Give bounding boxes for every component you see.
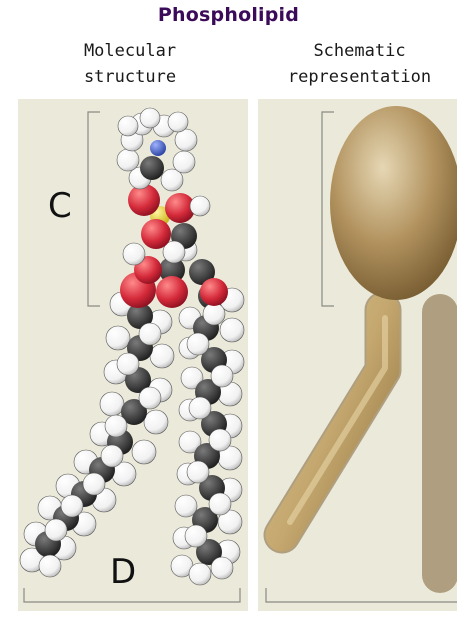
phosphate-group — [128, 184, 210, 249]
nitrogen-atom — [150, 140, 166, 156]
bracket-d-schematic — [266, 588, 457, 602]
molecular-model — [20, 108, 244, 585]
oxygen-atom — [200, 278, 228, 306]
fatty-acid-tail-straight — [171, 283, 244, 585]
glycerol-backbone — [120, 223, 228, 308]
label-c: C — [48, 186, 72, 226]
schematic-phospholipid — [282, 106, 457, 575]
schematic-head — [330, 106, 457, 300]
schematic-tail-bent — [282, 310, 383, 535]
oxygen-atom — [128, 184, 160, 216]
oxygen-atom — [156, 276, 188, 308]
label-d: D — [110, 552, 136, 592]
bracket-c — [88, 112, 100, 306]
oxygen-atom — [141, 219, 171, 249]
choline-group — [117, 108, 197, 191]
fatty-acid-tail-bent — [20, 292, 174, 577]
